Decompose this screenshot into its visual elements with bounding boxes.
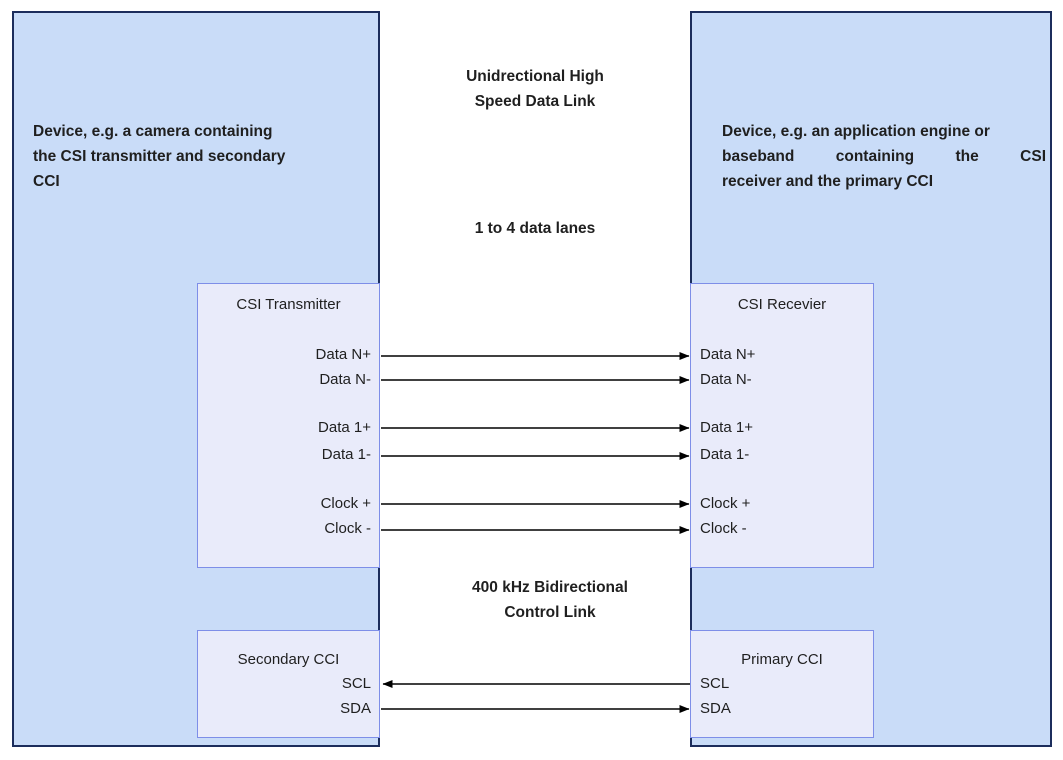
- tx-clock-plus-label: Clock +: [320, 495, 371, 512]
- secondary-cci-box: [197, 630, 380, 738]
- data-lanes-label: 1 to 4 data lanes: [474, 220, 596, 237]
- rx-clock-plus-label: Clock +: [700, 495, 751, 512]
- rx-data-1-plus-label: Data 1+: [700, 419, 753, 436]
- primary-cci-box: [690, 630, 874, 738]
- csi-receiver-box: [690, 283, 874, 568]
- tx-clock-minus-label: Clock -: [324, 520, 371, 537]
- rx-data-1-minus-label: Data 1-: [700, 446, 750, 463]
- label-line: Control Link: [504, 604, 596, 621]
- description-line: receiver and the primary CCI: [722, 173, 934, 190]
- csi-receiver-title: CSI Recevier: [737, 296, 827, 313]
- baseband-device-description: Device, e.g. an application engine or ba…: [722, 119, 1046, 194]
- tx-data-n-minus-label: Data N-: [319, 371, 371, 388]
- description-line: baseband containing the CSI: [722, 148, 1046, 165]
- rx-data-n-minus-label: Data N-: [700, 371, 752, 388]
- rx-data-n-plus-label: Data N+: [700, 346, 756, 363]
- high-speed-link-label: Unidrectional High Speed Data Link: [380, 64, 690, 114]
- camera-device-description: Device, e.g. a camera containing the CSI…: [33, 119, 333, 194]
- description-line: CCI: [33, 173, 60, 190]
- description-line: Device, e.g. a camera containing: [33, 123, 273, 140]
- label-line: Speed Data Link: [474, 93, 596, 110]
- secondary-cci-title: Secondary CCI: [237, 651, 340, 668]
- secondary-cci-scl-label: SCL: [341, 675, 371, 692]
- secondary-cci-sda-label: SDA: [340, 700, 371, 717]
- csi-transmitter-box: [197, 283, 380, 568]
- tx-data-1-plus-label: Data 1+: [318, 419, 371, 436]
- control-link-label: 400 kHz Bidirectional Control Link: [395, 575, 705, 625]
- description-line: the CSI transmitter and secondary: [33, 148, 286, 165]
- tx-data-n-plus-label: Data N+: [315, 346, 371, 363]
- primary-cci-title: Primary CCI: [741, 651, 823, 668]
- label-line: 400 kHz Bidirectional: [472, 579, 628, 596]
- csi-transmitter-title: CSI Transmitter: [236, 296, 341, 313]
- label-line: Unidrectional High: [466, 68, 604, 85]
- primary-cci-sda-label: SDA: [700, 700, 731, 717]
- tx-data-1-minus-label: Data 1-: [321, 446, 371, 463]
- primary-cci-scl-label: SCL: [700, 675, 730, 692]
- description-line: Device, e.g. an application engine or: [722, 123, 990, 140]
- rx-clock-minus-label: Clock -: [700, 520, 747, 537]
